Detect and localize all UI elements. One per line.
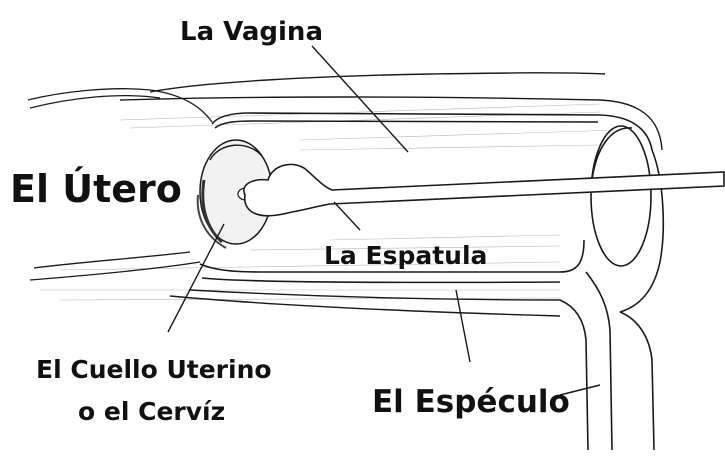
label-espatula: La Espatula	[324, 241, 487, 270]
leader-espatula	[334, 202, 360, 230]
label-especulo: El Espéculo	[372, 384, 570, 420]
vagina-upper-wall	[120, 73, 662, 150]
speculum-upper-blade	[212, 113, 652, 150]
leader-especulo	[456, 290, 470, 362]
leader-vagina	[312, 46, 408, 152]
leader-cuello	[168, 224, 224, 332]
label-utero: El Útero	[10, 167, 182, 211]
label-cuello-line2: o el Cervíz	[78, 397, 225, 426]
speculum-handle	[560, 272, 654, 450]
label-vagina: La Vagina	[180, 17, 323, 47]
label-cuello-line1: El Cuello Uterino	[36, 355, 272, 384]
spatula	[244, 164, 724, 215]
speculum-ring	[591, 126, 663, 312]
vagina-lower-wall	[170, 290, 560, 316]
